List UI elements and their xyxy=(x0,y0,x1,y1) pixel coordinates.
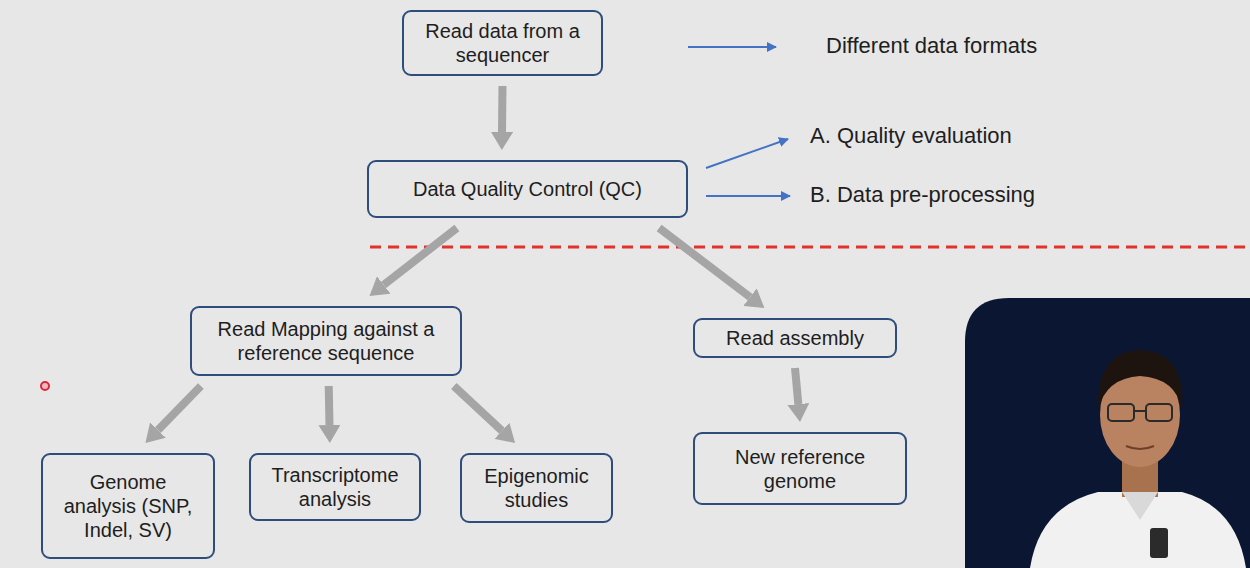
box-label: Transcriptome analysis xyxy=(262,463,408,511)
box-label: Data Quality Control (QC) xyxy=(413,177,642,201)
pointer-dot xyxy=(41,382,49,390)
side-note: Different data formats xyxy=(826,33,1037,59)
result-box: Epigenomic studies xyxy=(460,453,613,523)
flow-arrow xyxy=(498,86,506,132)
box-label: Read assembly xyxy=(726,326,864,350)
flow-arrow xyxy=(158,386,201,430)
flow-arrow xyxy=(659,228,750,297)
presenter-video xyxy=(965,298,1250,568)
divider-line xyxy=(370,246,1250,249)
box-label: New reference genome xyxy=(706,445,894,493)
process-box: Data Quality Control (QC) xyxy=(367,160,688,218)
process-box: Read Mapping against a reference sequenc… xyxy=(190,306,462,376)
box-label: Genome analysis (SNP, Indel, SV) xyxy=(54,470,202,542)
flow-arrow xyxy=(454,386,502,431)
flow-arrow xyxy=(795,368,798,404)
result-box: New reference genome xyxy=(693,432,907,505)
pointer-arrow xyxy=(688,46,776,48)
pointer-arrow xyxy=(706,139,788,168)
side-note: A. Quality evaluation xyxy=(810,123,1012,149)
flow-arrow xyxy=(384,228,457,285)
process-box: Read assembly xyxy=(693,318,897,358)
box-label: Read data from a sequencer xyxy=(415,19,590,67)
flow-arrow xyxy=(325,386,334,425)
side-note: B. Data pre-processing xyxy=(810,182,1035,208)
box-label: Epigenomic studies xyxy=(473,464,600,512)
box-label: Read Mapping against a reference sequenc… xyxy=(203,317,449,365)
pointer-arrow xyxy=(706,195,790,197)
process-box: Read data from a sequencer xyxy=(402,10,603,76)
result-box: Genome analysis (SNP, Indel, SV) xyxy=(41,453,215,559)
result-box: Transcriptome analysis xyxy=(249,453,421,521)
